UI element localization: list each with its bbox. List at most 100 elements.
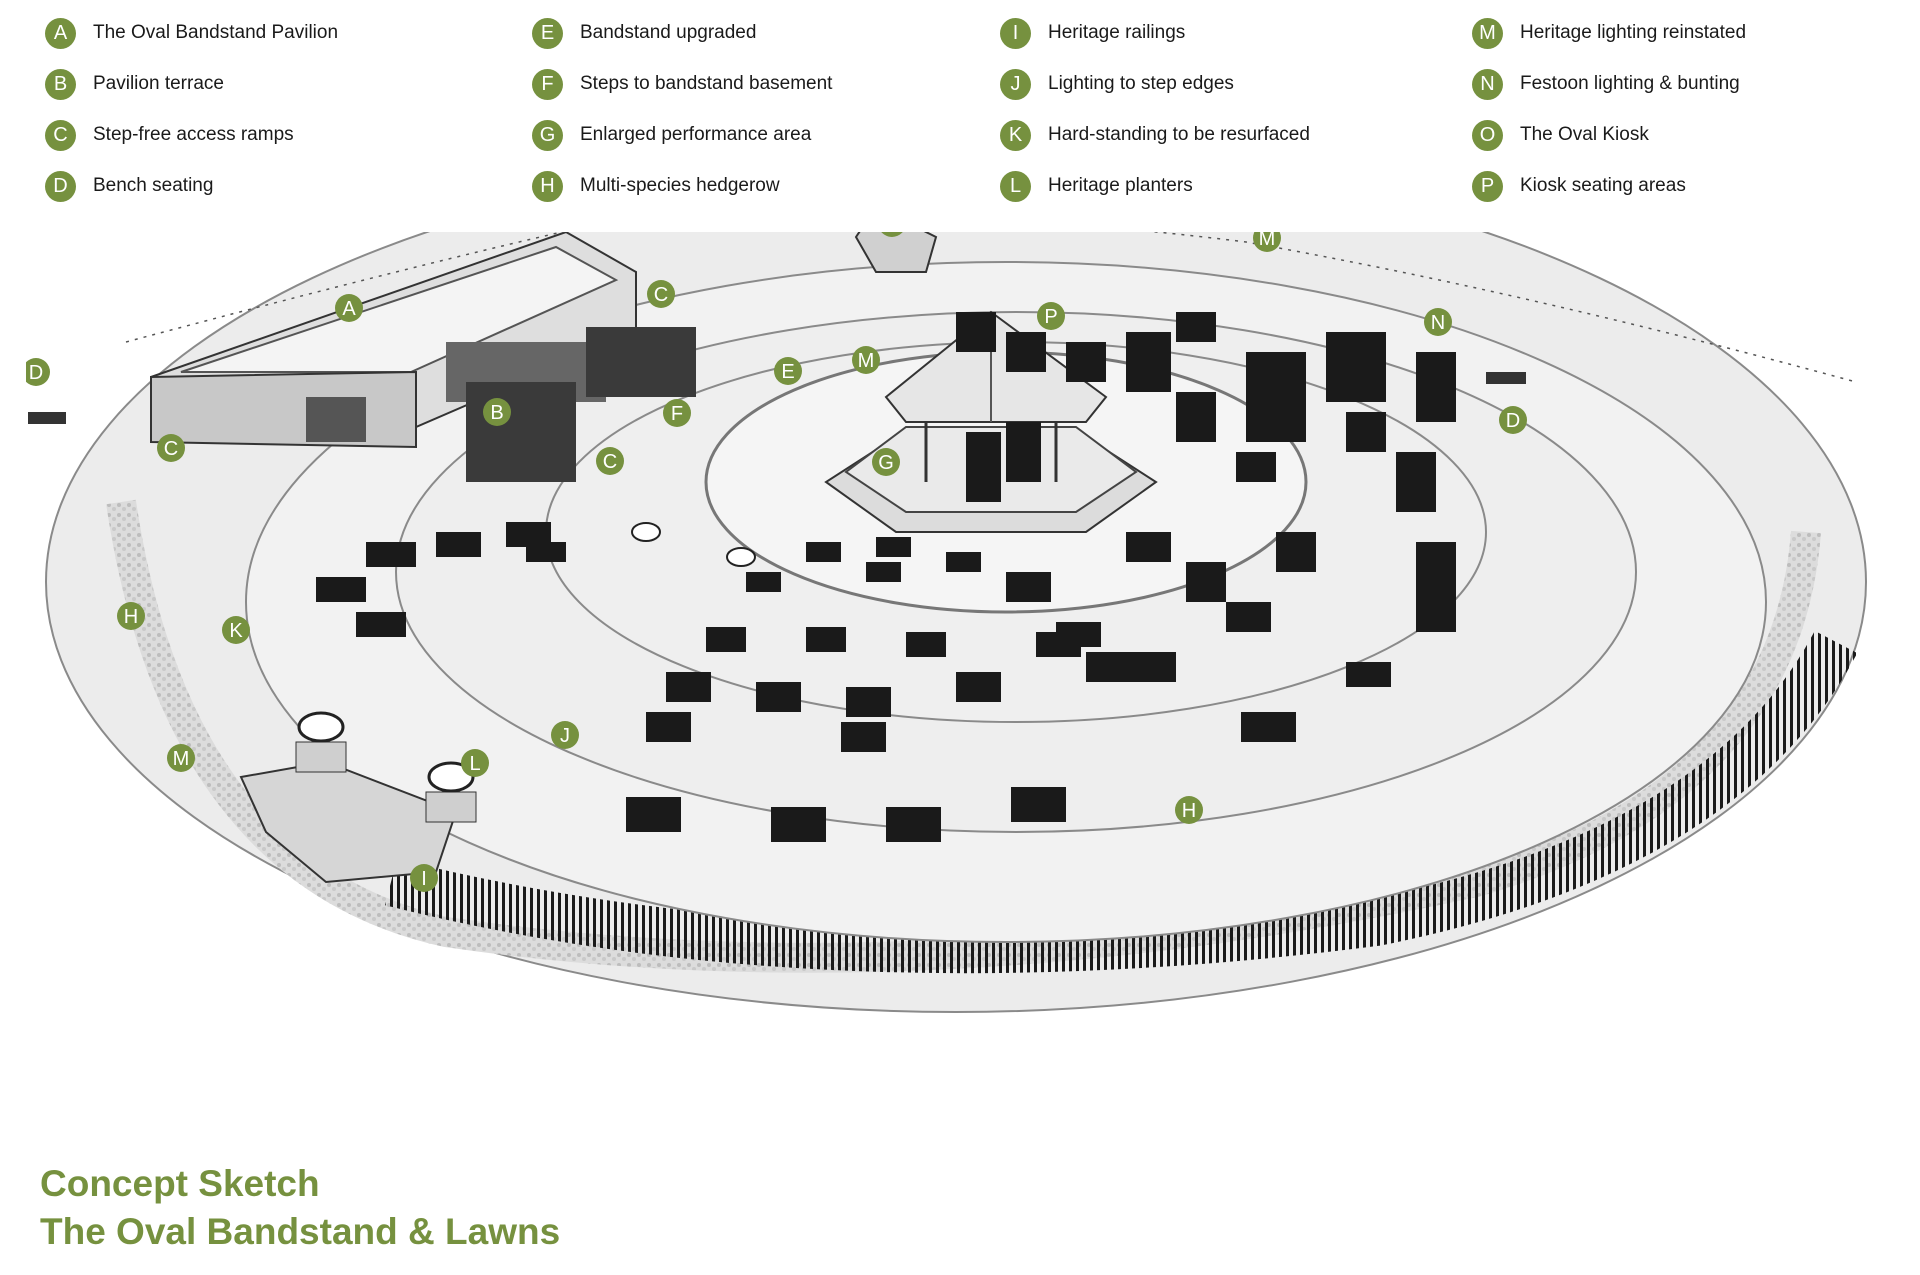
title-block: Concept Sketch The Oval Bandstand & Lawn…: [40, 1160, 560, 1256]
marker-label: E: [781, 361, 794, 383]
marker-label: B: [490, 402, 503, 424]
bench-seating: [28, 372, 1526, 424]
legend-label: Heritage railings: [1048, 22, 1186, 43]
marker-label: M: [858, 350, 875, 372]
legend-label: Kiosk seating areas: [1520, 175, 1686, 196]
marker-c: C: [157, 434, 185, 462]
legend-badge: H: [532, 170, 563, 202]
legend-badge: O: [1472, 119, 1503, 151]
legend-label: Pavilion terrace: [93, 73, 224, 94]
marker-l: L: [461, 749, 489, 777]
terrace-seating: [466, 327, 696, 482]
legend-badge: G: [532, 119, 563, 151]
marker-m: M: [167, 744, 195, 772]
deckchair-seating: [316, 312, 1456, 842]
marker-label: M: [1259, 232, 1276, 250]
marker-label: H: [1182, 800, 1196, 822]
legend-badge: D: [45, 170, 76, 202]
legend-item-e: E Bandstand upgraded: [532, 17, 832, 49]
legend-badge: B: [45, 68, 76, 100]
legend-item-j: J Lighting to step edges: [1000, 68, 1310, 100]
marker-n: N: [1424, 308, 1452, 336]
marker-label: G: [878, 452, 894, 474]
marker-d: D: [26, 358, 50, 386]
legend-badge: P: [1472, 170, 1503, 202]
legend-label: Hard-standing to be resurfaced: [1048, 124, 1310, 145]
legend-label: The Oval Kiosk: [1520, 124, 1649, 145]
marker-d: D: [1499, 406, 1527, 434]
marker-label: J: [560, 725, 570, 747]
legend-badge: A: [45, 17, 76, 49]
marker-e: E: [774, 357, 802, 385]
legend-column-3: I Heritage railings J Lighting to step edg…: [1000, 17, 1310, 222]
legend-item-g: G Enlarged performance area: [532, 119, 832, 151]
marker-label: N: [1431, 312, 1445, 334]
concept-sketch: A B C C C D D E F G H H I J K L M M M N …: [26, 232, 1900, 1162]
heritage-planter: [726, 547, 756, 567]
marker-p: P: [1037, 302, 1065, 330]
pavilion-building: [150, 232, 637, 449]
title-line-1: Concept Sketch: [40, 1163, 320, 1204]
legend-item-l: L Heritage planters: [1000, 170, 1310, 202]
marker-label: A: [342, 298, 356, 320]
marker-h: H: [117, 602, 145, 630]
marker-f: F: [663, 399, 691, 427]
legend-label: Lighting to step edges: [1048, 73, 1234, 94]
marker-o: O: [881, 232, 903, 237]
heritage-planter: [427, 761, 475, 793]
marker-label: C: [654, 284, 668, 306]
marker-label: O: [884, 232, 900, 235]
legend-label: Heritage lighting reinstated: [1520, 22, 1747, 43]
legend-label: Heritage planters: [1048, 175, 1193, 196]
legend-badge: F: [532, 68, 563, 100]
marker-b: B: [483, 398, 511, 426]
marker-label: I: [421, 868, 427, 890]
legend-item-k: K Hard-standing to be resurfaced: [1000, 119, 1310, 151]
legend-item-o: O The Oval Kiosk: [1472, 119, 1746, 151]
legend-item-p: P Kiosk seating areas: [1472, 170, 1746, 202]
marker-label: H: [124, 606, 138, 628]
marker-label: C: [603, 451, 617, 473]
legend-label: Multi-species hedgerow: [580, 175, 780, 196]
marker-c: C: [647, 280, 675, 308]
legend-item-i: I Heritage railings: [1000, 17, 1310, 49]
legend-item-f: F Steps to bandstand basement: [532, 68, 833, 100]
title-line-2: The Oval Bandstand & Lawns: [40, 1211, 561, 1252]
festoon-lighting: [125, 232, 1857, 383]
heritage-planter: [297, 711, 345, 743]
legend-badge: C: [45, 119, 76, 151]
marker-i: I: [410, 864, 438, 892]
marker-label: F: [671, 403, 683, 425]
marker-label: C: [164, 438, 178, 460]
legend-label: Enlarged performance area: [580, 124, 812, 145]
legend-item-m: M Heritage lighting reinstated: [1472, 17, 1747, 49]
marker-g: G: [872, 448, 900, 476]
marker-m: M: [1253, 232, 1281, 252]
legend-item-h: H Multi-species hedgerow: [532, 170, 832, 202]
legend-column-2: E Bandstand upgraded F Steps to bandstand …: [532, 17, 833, 222]
legend-badge: L: [1000, 170, 1031, 202]
legend-badge: I: [1000, 17, 1031, 49]
legend-item-c: C Step-free access ramps: [45, 119, 338, 151]
marker-label: M: [173, 748, 190, 770]
marker-c: C: [596, 447, 624, 475]
legend-label: Steps to bandstand basement: [580, 73, 833, 94]
heritage-railings: [385, 630, 1858, 974]
marker-m: M: [852, 346, 880, 374]
kiosk-building: [854, 232, 938, 273]
marker-h: H: [1175, 796, 1203, 824]
legend-item-b: B Pavilion terrace: [45, 68, 338, 100]
legend-badge: E: [532, 17, 563, 49]
legend-label: Bandstand upgraded: [580, 22, 757, 43]
legend-badge: M: [1472, 17, 1503, 49]
legend-label: Step-free access ramps: [93, 124, 294, 145]
legend-badge: K: [1000, 119, 1031, 151]
legend-badge: N: [1472, 68, 1503, 100]
legend-badge: J: [1000, 68, 1031, 100]
marker-k: K: [222, 616, 250, 644]
